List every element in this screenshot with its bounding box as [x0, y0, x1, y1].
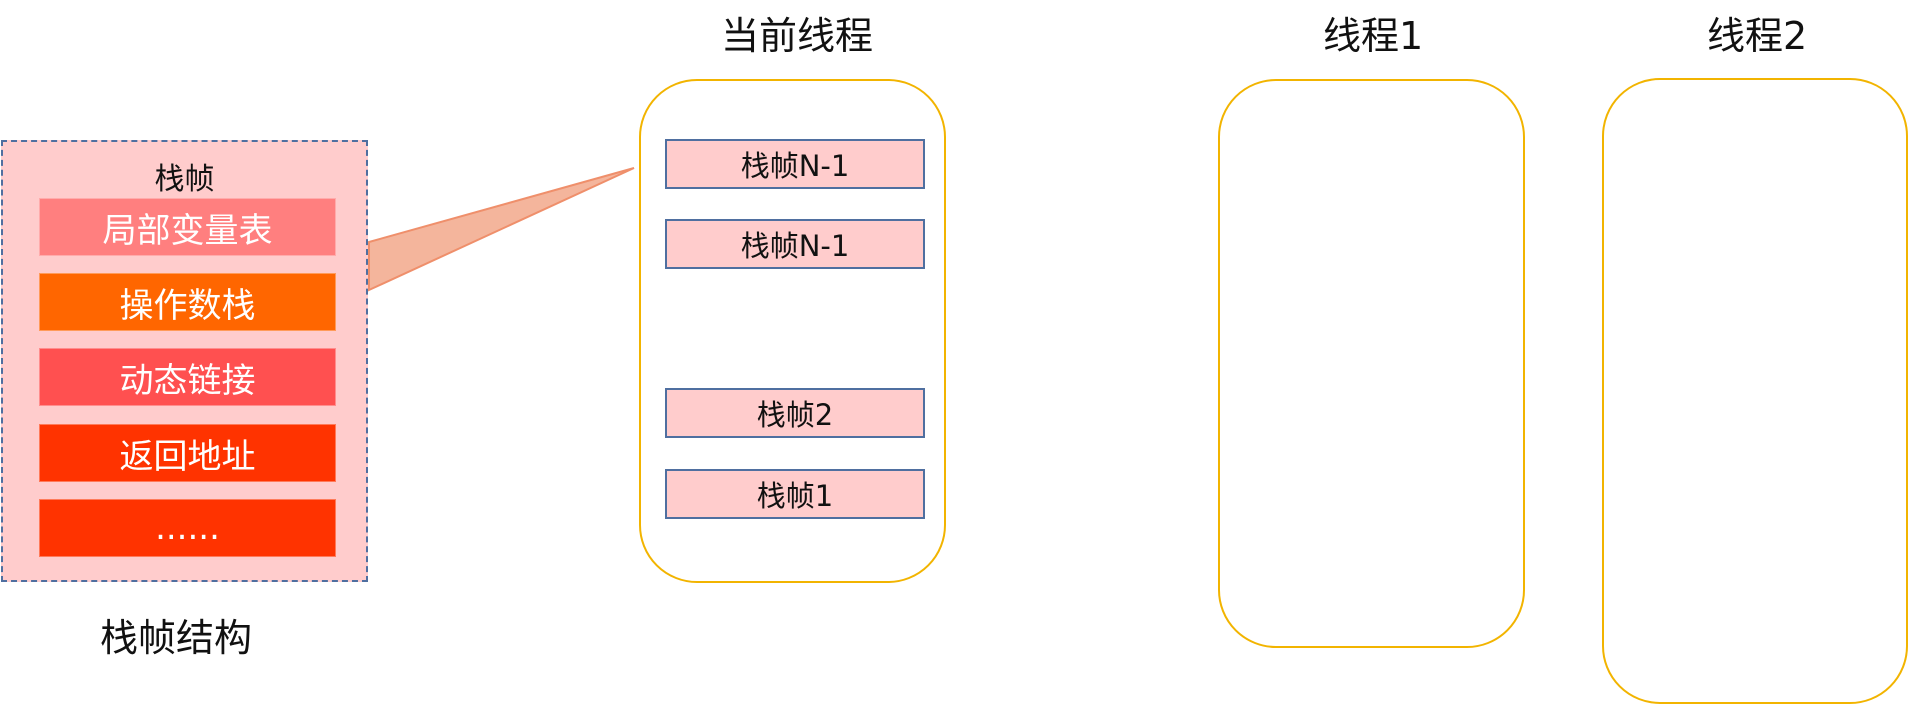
stack-frame-1: 栈帧1: [665, 469, 925, 519]
frame-item-dynamic-linking-label: 动态链接: [119, 360, 256, 401]
frame-item-more-label: ......: [155, 508, 220, 548]
frame-item-more: ......: [39, 499, 336, 557]
current-thread-title: 当前线程: [721, 14, 874, 58]
stack-frame-label: 栈帧N-1: [740, 149, 850, 183]
current-thread-box: 栈帧N-1 栈帧N-1 栈帧2 栈帧1: [639, 79, 946, 583]
frame-structure-label: 栈帧结构: [100, 616, 253, 660]
stack-frame-label: 栈帧N-1: [740, 229, 850, 263]
frame-item-operand-stack-label: 操作数栈: [119, 285, 256, 326]
frame-item-return-address-label: 返回地址: [119, 436, 256, 477]
stack-frame-n-minus-1-second: 栈帧N-1: [665, 219, 925, 269]
stack-frame-label: 栈帧2: [756, 398, 834, 432]
frame-item-operand-stack: 操作数栈: [39, 273, 336, 331]
thread2-box: [1602, 78, 1908, 704]
thread2-title: 线程2: [1707, 14, 1808, 58]
frame-structure-panel: 栈帧 局部变量表 操作数栈 动态链接 返回地址 ......: [1, 140, 368, 582]
stack-frame-2: 栈帧2: [665, 388, 925, 438]
stack-frame-label: 栈帧1: [756, 479, 834, 513]
stack-frame-n-minus-1-top: 栈帧N-1: [665, 139, 925, 189]
frame-item-return-address: 返回地址: [39, 424, 336, 482]
frame-item-dynamic-linking: 动态链接: [39, 348, 336, 406]
frame-item-local-variables-label: 局部变量表: [102, 210, 273, 251]
thread1-title: 线程1: [1323, 14, 1424, 58]
frame-structure-header: 栈帧: [154, 162, 215, 197]
frame-item-local-variables: 局部变量表: [39, 198, 336, 256]
callout-shape: [368, 167, 635, 292]
thread1-box: [1218, 79, 1525, 648]
